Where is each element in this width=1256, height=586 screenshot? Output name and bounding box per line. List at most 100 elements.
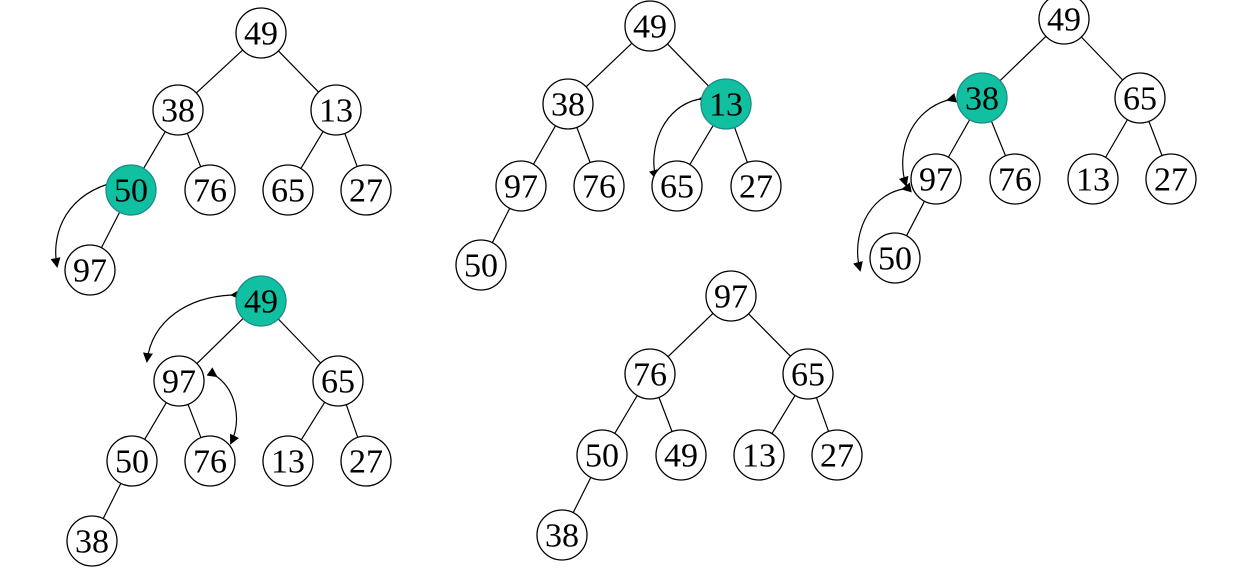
tree-edge xyxy=(196,318,244,364)
heap-node: 65 xyxy=(782,348,834,400)
node-value: 50 xyxy=(878,241,912,278)
heap-node: 49 xyxy=(235,7,287,59)
node-value: 13 xyxy=(742,438,776,475)
node-value: 50 xyxy=(464,248,498,285)
heap-node: 65 xyxy=(312,355,364,407)
node-value: 38 xyxy=(75,524,109,561)
heap-node: 13 xyxy=(1067,153,1119,205)
node-circle xyxy=(235,7,287,59)
node-value: 13 xyxy=(271,444,305,481)
heap-node: 97 xyxy=(495,160,547,212)
heap-node: 27 xyxy=(340,164,392,216)
tree-edge xyxy=(278,50,319,93)
swap-arrow xyxy=(853,182,912,272)
tree-edge xyxy=(990,120,1007,157)
node-value: 76 xyxy=(582,169,616,206)
swap-arrow xyxy=(649,92,709,180)
tree-edge xyxy=(102,483,122,519)
node-circle xyxy=(730,160,782,212)
tree-edge xyxy=(532,125,557,165)
heap-node: 65 xyxy=(1114,72,1166,124)
node-value: 50 xyxy=(115,444,149,481)
tree-edge xyxy=(143,131,166,169)
node-value: 13 xyxy=(709,87,743,124)
heap-node: 65 xyxy=(262,164,314,216)
node-circle xyxy=(153,355,205,407)
node-value: 65 xyxy=(321,364,355,401)
node-circle xyxy=(152,84,204,136)
node-value: 50 xyxy=(585,438,619,475)
node-value: 97 xyxy=(162,364,196,401)
heap-node: 13 xyxy=(310,84,362,136)
tree-edge xyxy=(100,211,121,249)
node-circle xyxy=(340,164,392,216)
node-circle xyxy=(705,270,757,322)
tree-edge xyxy=(195,49,244,94)
tree-edge xyxy=(734,127,748,163)
node-value: 65 xyxy=(660,169,694,206)
swap-arrow xyxy=(206,367,239,445)
node-value: 27 xyxy=(349,444,383,481)
tree-edge xyxy=(771,395,796,434)
heap-node-highlighted: 13 xyxy=(700,78,752,130)
heap-node: 50 xyxy=(576,429,628,481)
tree-edge xyxy=(300,401,326,441)
node-value: 13 xyxy=(319,93,353,130)
tree-edge xyxy=(345,404,359,438)
node-value: 76 xyxy=(193,173,227,210)
tree-edge xyxy=(815,397,830,432)
node-circle xyxy=(956,72,1008,124)
node-value: 97 xyxy=(504,169,538,206)
node-circle xyxy=(262,435,314,487)
node-value: 97 xyxy=(919,162,953,199)
tree-edge xyxy=(999,35,1047,82)
tree-edge xyxy=(689,125,714,165)
heap-node: 13 xyxy=(733,429,785,481)
node-value: 38 xyxy=(161,93,195,130)
heap-node: 76 xyxy=(573,160,625,212)
heap-node: 50 xyxy=(869,232,921,284)
node-circle xyxy=(733,429,785,481)
node-circle xyxy=(106,435,158,487)
node-value: 38 xyxy=(965,81,999,118)
tree-edge xyxy=(300,131,324,169)
node-circle xyxy=(655,429,707,481)
node-circle xyxy=(455,239,507,291)
node-value: 97 xyxy=(73,253,107,290)
heap-node: 49 xyxy=(624,0,676,52)
node-circle xyxy=(1114,72,1166,124)
node-value: 27 xyxy=(349,173,383,210)
node-circle xyxy=(66,515,118,567)
node-circle xyxy=(262,164,314,216)
node-circle xyxy=(811,429,863,481)
node-circle xyxy=(310,84,362,136)
heap-node: 65 xyxy=(651,160,703,212)
heap-node: 76 xyxy=(624,348,676,400)
node-circle xyxy=(1145,153,1197,205)
node-circle xyxy=(782,348,834,400)
node-value: 27 xyxy=(739,169,773,206)
tree-edge xyxy=(658,397,673,432)
node-value: 38 xyxy=(545,518,579,555)
tree-edge xyxy=(572,477,592,513)
node-value: 38 xyxy=(551,87,585,124)
tree-edge xyxy=(585,42,633,88)
tree-edge xyxy=(277,318,322,364)
heap-node: 97 xyxy=(64,244,116,296)
node-circle xyxy=(624,348,676,400)
heap-node: 97 xyxy=(705,270,757,322)
tree-edge xyxy=(905,200,926,237)
node-circle xyxy=(624,0,676,52)
node-circle xyxy=(989,153,1041,205)
heap-node: 38 xyxy=(66,515,118,567)
heap-node: 76 xyxy=(989,153,1041,205)
heap-node: 27 xyxy=(811,429,863,481)
node-circle xyxy=(340,435,392,487)
node-value: 27 xyxy=(1154,162,1188,199)
heap-node: 49 xyxy=(655,429,707,481)
node-circle xyxy=(184,164,236,216)
tree-edge xyxy=(187,404,202,438)
